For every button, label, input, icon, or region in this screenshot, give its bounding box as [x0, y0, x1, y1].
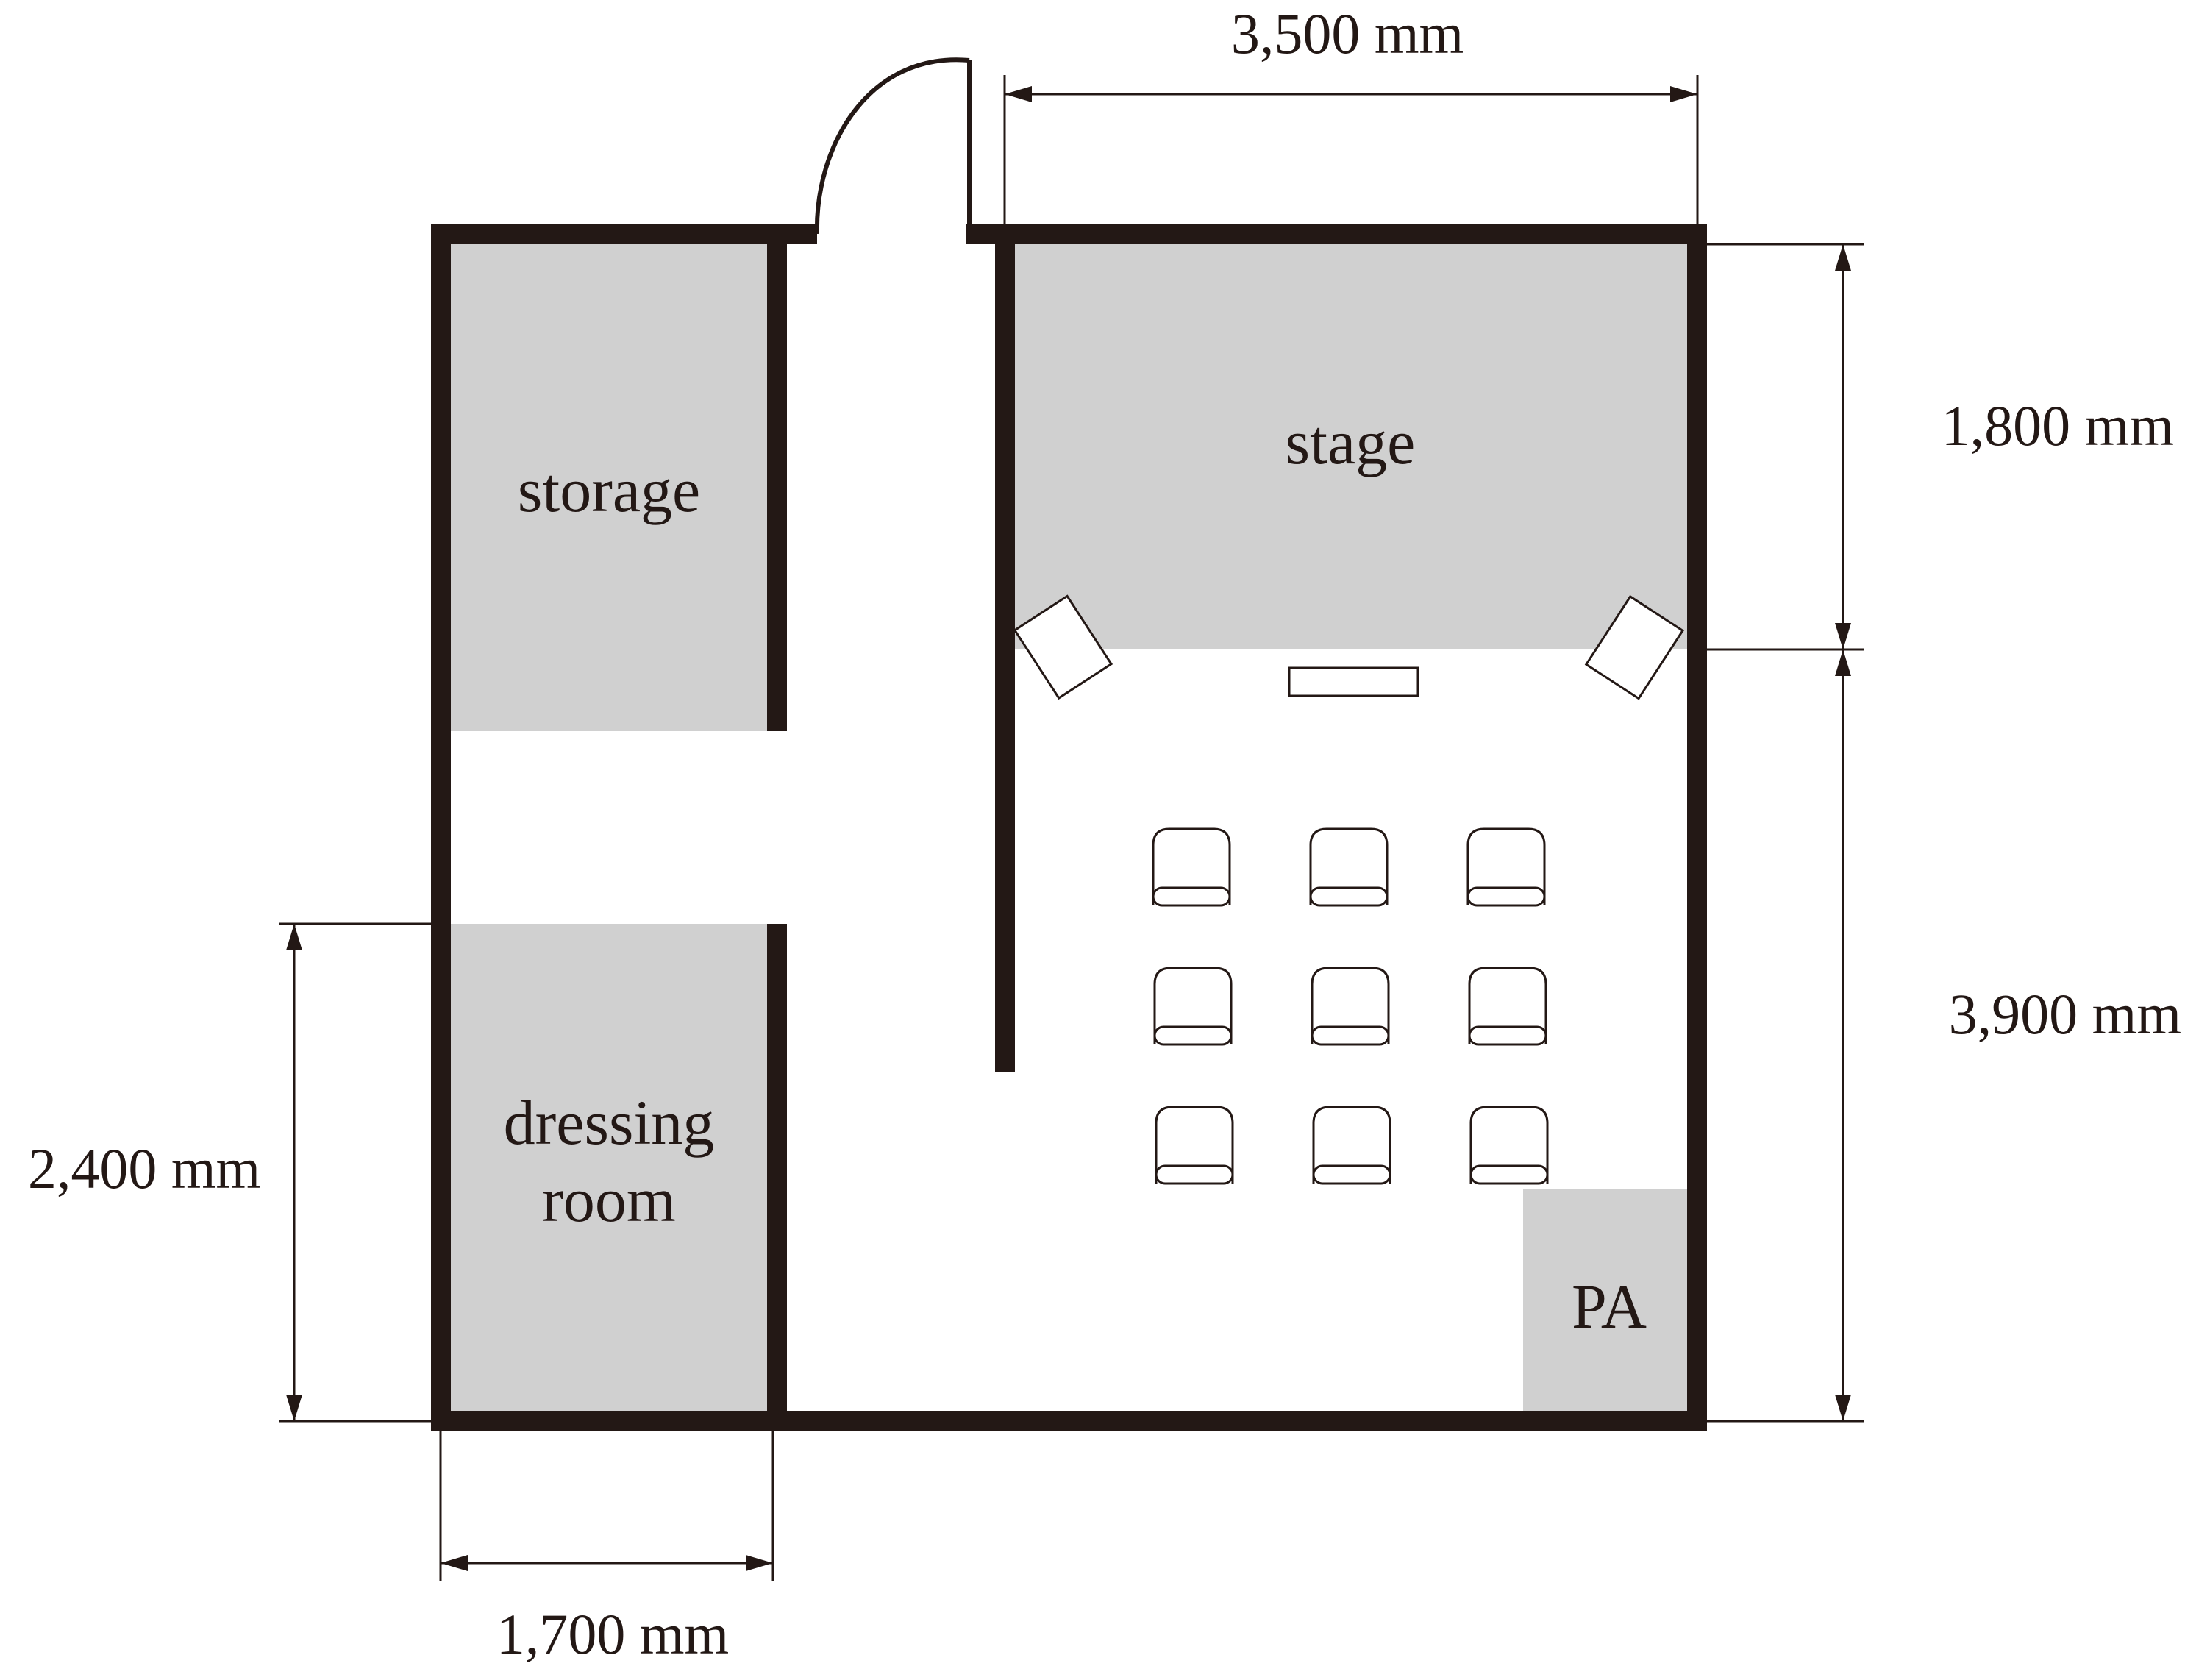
- stage-area: [1014, 244, 1687, 649]
- door-swing-arc: [814, 57, 970, 235]
- audience-chair: [1466, 827, 1546, 907]
- dressing-room-area: [451, 924, 767, 1411]
- stage-partition-wall: [995, 244, 1015, 1072]
- dim-top-width-label: 3,500 mm: [1231, 1, 1464, 65]
- audience-chair: [1309, 827, 1389, 907]
- dim-dressing-arrow-bottom: [286, 1395, 302, 1421]
- outer-wall-bottom: [431, 1411, 1707, 1431]
- stage-label: stage: [1286, 407, 1416, 477]
- speaker-left: [1013, 594, 1113, 700]
- audience-chair: [1468, 967, 1547, 1046]
- dim-stage-arrow-bottom: [1835, 623, 1851, 649]
- dim-dressing-arrow-top: [286, 924, 302, 950]
- audience-chair: [1155, 1106, 1234, 1185]
- audience-chair: [1312, 1106, 1391, 1185]
- audience-chair: [1153, 967, 1233, 1046]
- audience-chair: [1152, 827, 1231, 907]
- outer-wall-top-right: [966, 224, 1707, 244]
- pa-label: PA: [1572, 1271, 1647, 1342]
- dressing-room-label-line2: room: [542, 1164, 676, 1235]
- dressing-inner-wall: [767, 924, 787, 1411]
- dim-bottom-arrow-left: [441, 1555, 468, 1571]
- storage-area: [451, 244, 767, 731]
- dim-audience-depth-label: 3,900 mm: [1949, 982, 2181, 1046]
- dimension-lines: [279, 75, 1864, 1581]
- dim-audience-arrow-bottom: [1835, 1395, 1851, 1421]
- pa-area: [1523, 1189, 1687, 1411]
- dim-bottom-arrow-right: [746, 1555, 773, 1571]
- dim-top-arrow-right: [1670, 86, 1697, 102]
- stage-equipment: [1013, 594, 1685, 700]
- monitor-bar: [1288, 666, 1419, 697]
- outer-wall-right: [1687, 224, 1707, 1431]
- dim-stage-arrow-top: [1835, 244, 1851, 271]
- door: [814, 57, 972, 235]
- storage-inner-wall: [767, 244, 787, 731]
- walls: [431, 224, 1707, 1431]
- audience-chairs: [1152, 827, 1549, 1185]
- outer-wall-left: [431, 224, 451, 1431]
- outer-wall-top-left: [431, 224, 817, 244]
- audience-chair: [1311, 967, 1390, 1046]
- speaker-right: [1584, 594, 1685, 700]
- dim-dressing-width-label: 1,700 mm: [496, 1602, 729, 1666]
- audience-chair: [1469, 1106, 1549, 1185]
- dim-top-arrow-left: [1005, 86, 1032, 102]
- dim-audience-arrow-top: [1835, 649, 1851, 676]
- dim-stage-depth-label: 1,800 mm: [1942, 394, 2174, 458]
- storage-label: storage: [518, 455, 700, 525]
- dim-dressing-height-label: 2,400 mm: [28, 1136, 260, 1200]
- dressing-room-label-line1: dressing: [504, 1087, 715, 1158]
